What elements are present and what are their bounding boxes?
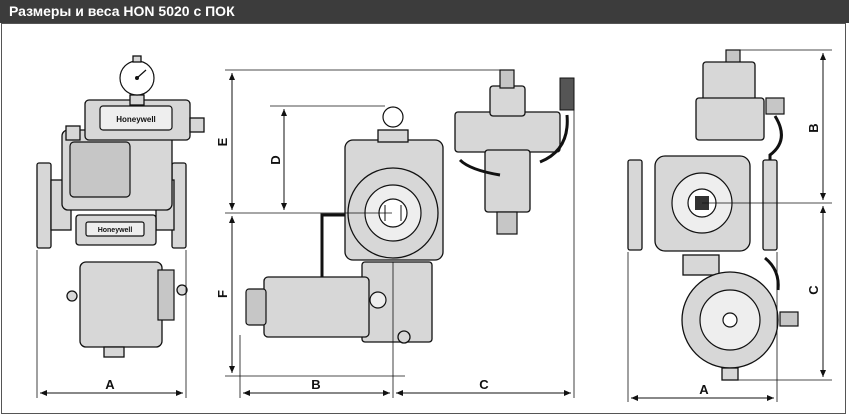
left-logo-bottom: Honeywell xyxy=(98,227,133,234)
page-title: Размеры и веса HON 5020 с ПОК xyxy=(9,3,235,19)
middle-dimension-c-label: C xyxy=(479,377,489,392)
left-logo-top: Honeywell xyxy=(116,115,156,124)
left-fitting-left xyxy=(65,125,81,141)
right-outlet-flange xyxy=(762,159,778,251)
dimension-f-label: F xyxy=(215,290,230,298)
right-pilot-body xyxy=(695,97,765,141)
dimension-d-label: D xyxy=(268,155,283,164)
middle-pilot-housing xyxy=(454,111,561,153)
lifting-eye-icon xyxy=(382,106,404,128)
dimension-e-label: E xyxy=(215,137,230,146)
drawing-frame xyxy=(1,23,846,414)
right-dimension-a-label: A xyxy=(699,382,709,397)
header-bar: Размеры и веса HON 5020 с ПОК xyxy=(0,0,849,23)
right-dimension-b-label: B xyxy=(806,123,821,132)
right-dimension-c-label: C xyxy=(806,285,821,295)
left-view: Honeywell Honeywell A xyxy=(36,55,205,398)
left-inlet-flange xyxy=(36,162,52,249)
left-fitting-right xyxy=(189,117,205,133)
left-body-boss xyxy=(69,141,131,198)
left-nameplate xyxy=(99,105,173,131)
middle-dimension-b-label: B xyxy=(311,377,320,392)
gauge-stem xyxy=(129,94,145,106)
right-inlet-flange xyxy=(627,159,643,251)
right-pilot-top xyxy=(702,61,756,103)
middle-view: E D F B C xyxy=(215,69,575,398)
middle-pilot-body xyxy=(484,149,531,213)
left-dimension-a-label: A xyxy=(105,377,115,392)
right-view: B C A xyxy=(627,49,832,402)
middle-ssv-cylinder xyxy=(263,276,370,338)
left-slam-shut-valve xyxy=(79,261,163,348)
